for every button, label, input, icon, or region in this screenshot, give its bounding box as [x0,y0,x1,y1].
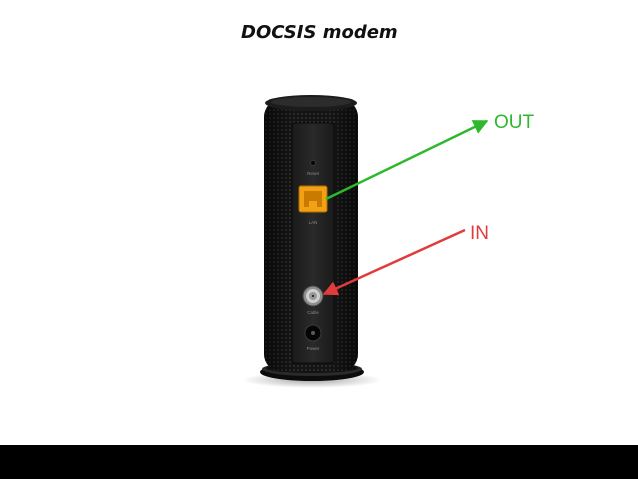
out-label: OUT [494,112,535,133]
in-arrow [322,228,466,296]
cable-port-label: Cable [307,310,319,315]
coax-connector-icon [302,285,324,307]
lan-port-label: LAN [309,220,318,225]
in-label: IN [470,223,489,244]
lan-port-icon [298,185,328,213]
back-panel [291,122,335,364]
power-jack-icon [304,324,322,342]
reset-port-label: Reset [307,171,320,176]
power-port-label: Power [307,346,320,351]
footer-bar [0,445,638,479]
out-arrow [325,119,489,201]
slide-title: DOCSIS modem [241,22,398,43]
modem-diagram: Reset LAN Cable Power [242,95,489,388]
reset-hole-icon [310,160,316,166]
